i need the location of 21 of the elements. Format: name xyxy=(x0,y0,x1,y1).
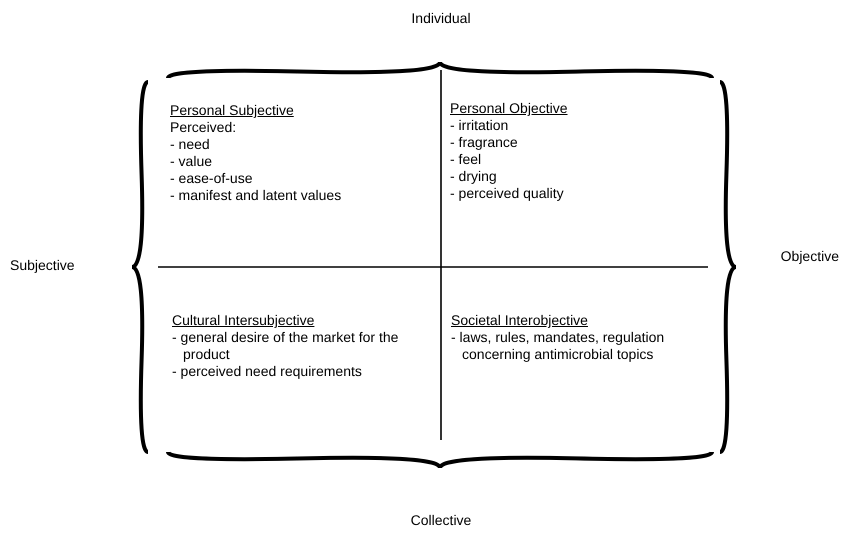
quadrant-heading: Personal Objective xyxy=(450,100,569,117)
list-item: - value xyxy=(170,153,214,170)
list-item: - general desire of the market for the product xyxy=(172,329,400,363)
list-item: - fragrance xyxy=(450,134,519,151)
list-item: - drying xyxy=(450,168,498,185)
list-item: - need xyxy=(170,136,211,153)
list-item: - perceived need requirements xyxy=(172,363,363,380)
list-item: - ease-of-use xyxy=(170,170,254,187)
list-item: - feel xyxy=(450,151,482,168)
axis-label: Collective xyxy=(410,512,472,528)
axis-label: Objective xyxy=(780,248,839,264)
list-item: - laws, rules, mandates, regulation concerning antimicrobial topics xyxy=(451,329,666,363)
list-item: - manifest and latent values xyxy=(170,187,342,204)
list-item: - irritation xyxy=(450,117,510,134)
quadrant-heading: Societal Interobjective xyxy=(451,312,589,329)
axis-label: Subjective xyxy=(10,257,75,273)
quadrant-heading: Personal Subjective xyxy=(170,102,295,119)
quadrant-heading: Cultural Intersubjective xyxy=(172,312,316,329)
axis-label: Individual xyxy=(411,10,471,26)
list-item: - perceived quality xyxy=(450,185,565,202)
list-item: Perceived: xyxy=(170,119,238,136)
